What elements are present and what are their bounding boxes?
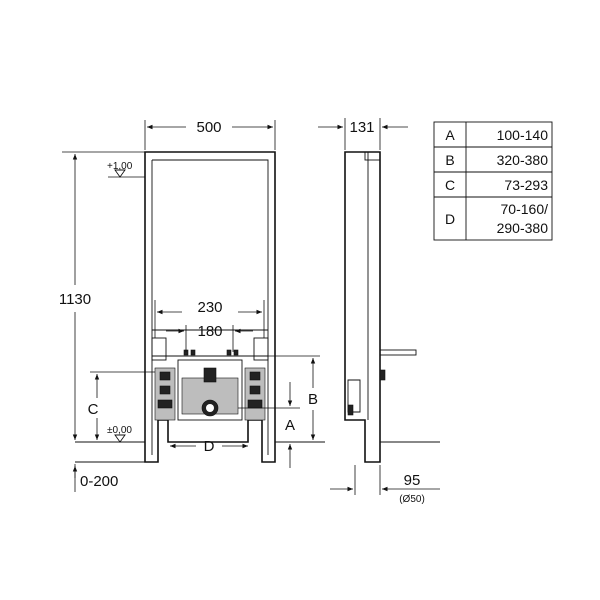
depth-label: 131 [349, 119, 374, 136]
width-label: 500 [196, 119, 221, 136]
dimension-pipe-offset: 95 (Ø50) [330, 465, 440, 505]
front-view [75, 151, 325, 463]
dim-b-label: B [308, 391, 318, 408]
table-value-b: 320-380 [497, 152, 549, 168]
table-value-c: 73-293 [504, 177, 548, 193]
right-bracket [244, 337, 269, 421]
spacing-inner-label: 180 [197, 323, 222, 340]
mounting-plate [177, 359, 243, 421]
table-key-c: C [445, 177, 455, 193]
dim-c-label: C [88, 401, 99, 418]
dimension-depth: 131 [318, 118, 408, 150]
frame-outline [144, 151, 276, 463]
side-frame-outline [344, 151, 381, 463]
dimension-180: 180 [166, 323, 253, 352]
pipe-offset-label: 95 [404, 472, 421, 489]
drain-fitting [181, 367, 239, 417]
side-drain-bend [347, 379, 361, 413]
spacing-outer-label: 230 [197, 299, 222, 316]
table-key-a: A [445, 127, 455, 143]
side-foot [347, 404, 354, 416]
left-bracket [151, 337, 176, 421]
dim-d-label: D [204, 438, 215, 455]
level-top: +1,00 [107, 161, 145, 178]
dimension-floor-range: 0-200 [72, 464, 118, 492]
dimension-c: C [88, 371, 155, 440]
dimension-230: 230 [154, 299, 265, 338]
side-bracket-arm [379, 349, 417, 356]
side-connector [379, 369, 386, 381]
water-connections [183, 349, 239, 356]
dimension-a: A [238, 382, 300, 468]
table-value-d-line1: 70-160/ [501, 201, 549, 217]
table-key-d: D [445, 211, 455, 227]
dimension-table: A 100-140 B 320-380 C 73-293 D 70-160/ 2… [433, 121, 553, 241]
level-floor: ±0,00 [107, 425, 145, 443]
side-frame-cap [364, 151, 381, 161]
pipe-diameter-label: (Ø50) [399, 494, 425, 505]
table-key-b: B [445, 152, 454, 168]
dimension-d: D [170, 438, 248, 455]
level-floor-label: ±0,00 [107, 425, 132, 436]
dim-a-label: A [285, 417, 295, 434]
height-label: 1130 [59, 291, 91, 308]
side-view [344, 151, 440, 463]
level-top-label: +1,00 [107, 161, 133, 172]
dimension-b: B [238, 355, 320, 440]
dimension-width: 500 [144, 119, 276, 150]
floor-range-label: 0-200 [80, 473, 118, 490]
table-value-d-line2: 290-380 [497, 220, 549, 236]
dimension-height: 1130 [59, 151, 145, 440]
table-value-a: 100-140 [497, 127, 549, 143]
